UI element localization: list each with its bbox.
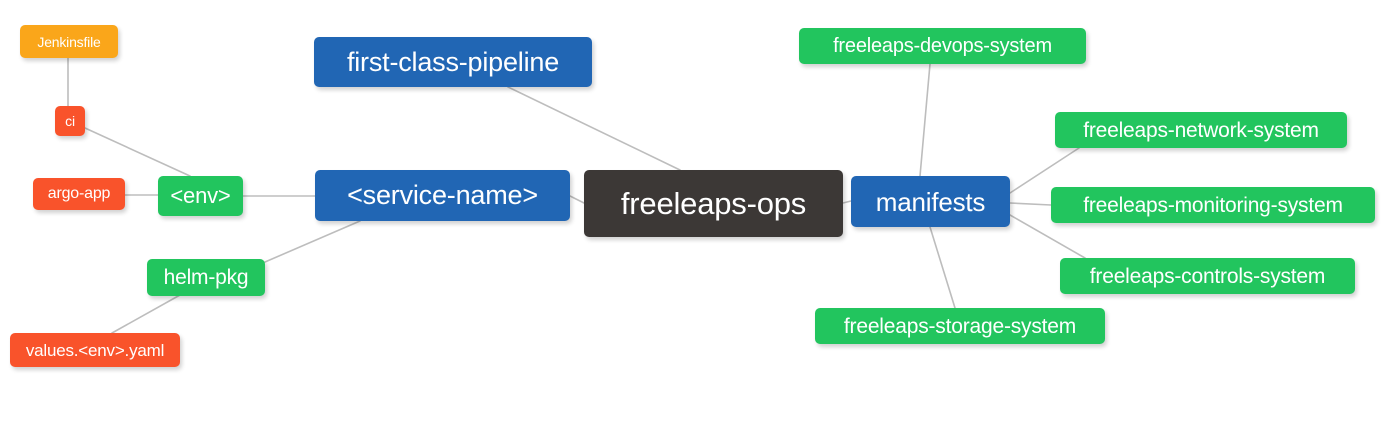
node-freeleaps-devops-system[interactable]: freeleaps-devops-system xyxy=(799,28,1086,64)
node-freeleaps-controls-system[interactable]: freeleaps-controls-system xyxy=(1060,258,1355,294)
node-jenkinsfile[interactable]: Jenkinsfile xyxy=(20,25,118,58)
node-manifests[interactable]: manifests xyxy=(851,176,1010,227)
node-freeleaps-monitoring-system[interactable]: freeleaps-monitoring-system xyxy=(1051,187,1375,223)
node-ci[interactable]: ci xyxy=(55,106,85,136)
node-first-class-pipeline[interactable]: first-class-pipeline xyxy=(314,37,592,87)
edge-freeleaps-ops-to-first-class-pipeline xyxy=(507,86,681,171)
node-env[interactable]: <env> xyxy=(158,176,243,216)
edge-freeleaps-ops-to-service-name xyxy=(569,195,585,204)
node-service-name[interactable]: <service-name> xyxy=(315,170,570,221)
edge-env-to-ci xyxy=(84,127,191,177)
node-argo-app[interactable]: argo-app xyxy=(33,178,125,210)
node-values-env-yaml[interactable]: values.<env>.yaml xyxy=(10,333,180,367)
edge-manifests-to-freeleaps-monitoring-system xyxy=(1009,202,1052,206)
edge-manifests-to-freeleaps-devops-system xyxy=(919,63,931,177)
edge-manifests-to-freeleaps-storage-system xyxy=(929,226,956,309)
node-freeleaps-ops[interactable]: freeleaps-ops xyxy=(584,170,843,237)
edge-freeleaps-ops-to-manifests xyxy=(842,200,852,204)
edge-helm-pkg-to-values-env-yaml xyxy=(111,294,181,334)
node-freeleaps-network-system[interactable]: freeleaps-network-system xyxy=(1055,112,1347,148)
node-freeleaps-storage-system[interactable]: freeleaps-storage-system xyxy=(815,308,1105,344)
node-helm-pkg[interactable]: helm-pkg xyxy=(147,259,265,296)
edge-service-name-to-helm-pkg xyxy=(264,220,361,263)
